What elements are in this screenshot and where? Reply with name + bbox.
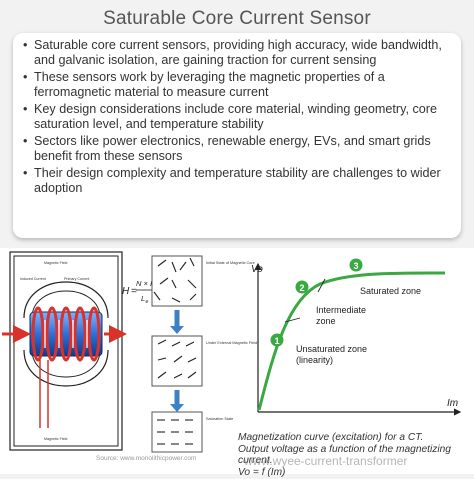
field-loop-bottom: [23, 349, 109, 387]
figure-svg: Magnetic Field Induced Current Primary C…: [2, 251, 462, 453]
core-field-arrows: [44, 320, 88, 348]
point-marker-1-num: 1: [274, 336, 279, 346]
zone-label-unsaturated: Unsaturated zone(linearity): [296, 344, 367, 365]
label-magnetic-field-bottom: Magnetic Field: [44, 437, 67, 441]
zone-label-unsaturated-line: (linearity): [296, 355, 333, 365]
point-marker-2-num: 2: [299, 283, 304, 293]
bullet-item: Sectors like power electronics, renewabl…: [23, 134, 453, 163]
figure-panel: Magnetic Field Induced Current Primary C…: [0, 248, 474, 474]
page-title: Saturable Core Current Sensor: [103, 8, 371, 29]
point-marker-2: [295, 280, 309, 294]
point-marker-3-num: 3: [353, 261, 358, 271]
label-primary-current: Primary Current: [64, 277, 89, 281]
field-loop-top: [23, 281, 109, 319]
summary-card: Saturable core current sensors, providin…: [13, 33, 461, 238]
zone-label-unsaturated-line: Unsaturated zone: [296, 344, 367, 354]
coil-winding: [31, 306, 101, 362]
point-marker-1: [270, 333, 284, 347]
bullet-list: Saturable core current sensors, providin…: [13, 33, 461, 195]
zone-divider-2: [317, 278, 326, 293]
sensor-diagram: Magnetic Field Induced Current Primary C…: [2, 251, 127, 451]
caption-line-1: Magnetization curve (excitation) for a C…: [238, 432, 424, 443]
caption-line-3: Vo = f (Im): [238, 466, 286, 478]
domain-box-external-field: [151, 335, 203, 387]
formula-eq: =: [131, 286, 137, 297]
domain-arrows-external-field: [157, 339, 197, 379]
y-axis-label: Vo: [251, 264, 263, 275]
zone-label-intermediate-line: zone: [316, 316, 336, 326]
state-arrow-1-head: [170, 326, 184, 334]
magnetization-curve-line: [257, 271, 446, 411]
domain-state-external-label: Under External Magnetic Field: [206, 341, 257, 345]
label-magnetic-field-top: Magnetic Field: [44, 261, 67, 265]
label-induced-current: Induced Current: [20, 277, 46, 281]
domain-arrows-saturation: [157, 419, 193, 445]
watermark-text: www.wyee-current-transformer: [244, 454, 408, 468]
zone-divider-1: [284, 317, 301, 323]
bullet-item: Key design considerations include core m…: [23, 102, 453, 131]
formula-denominator: L: [141, 294, 145, 303]
formula-denominator-sub: e: [146, 299, 149, 305]
formula-h: H: [122, 286, 130, 297]
point-marker-3: [349, 258, 363, 272]
domain-state-saturation-label: Saturation State: [206, 417, 233, 421]
field-loop-bottom-inner: [31, 349, 101, 378]
zone-label-saturated: Saturated zone: [360, 286, 421, 296]
figure-caption: Magnetization curve (excitation) for a C…: [238, 432, 474, 478]
bullet-item: Their design complexity and temperature …: [23, 166, 453, 195]
state-arrow-2-head: [170, 404, 184, 412]
diagram-inner-frame: [13, 255, 119, 447]
source-credit: Source: www.monolithicpower.com: [96, 455, 197, 462]
field-loop-top-inner: [31, 290, 101, 319]
zone-label-intermediate-line: Intermediate: [316, 305, 366, 315]
domain-arrows-initial: [153, 257, 197, 303]
bullet-item: Saturable core current sensors, providin…: [23, 38, 453, 67]
formula-numerator: N × I: [136, 279, 152, 288]
domain-diagram: H = N × I L e Initial State of Magnetic …: [122, 255, 257, 453]
bullet-item: These sensors work by leveraging the mag…: [23, 70, 453, 99]
caption-line-2: Output voltage as a function of the magn…: [238, 443, 451, 467]
domain-state-initial-label: Initial State of Magnetic Core: [206, 261, 255, 265]
x-axis-label: Im: [447, 398, 458, 409]
